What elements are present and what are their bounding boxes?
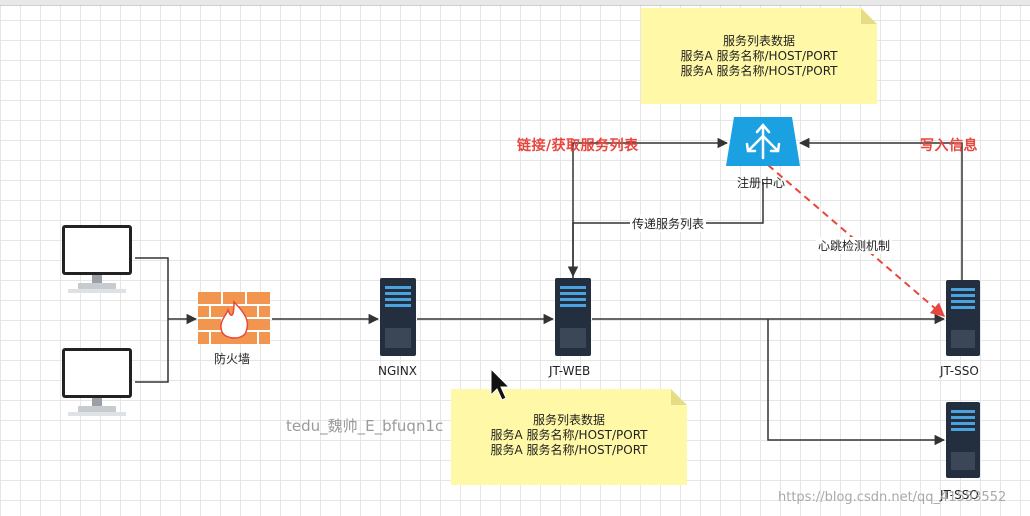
canvas-top-strip: [0, 0, 1030, 6]
note-line: 服务A 服务名称/HOST/PORT: [680, 49, 838, 63]
computer-icon: [62, 225, 132, 293]
computer-icon: [62, 348, 132, 416]
registry-label: 注册中心: [737, 176, 786, 190]
note-line: 服务列表数据: [722, 34, 795, 48]
pass-list-label: 传递服务列表: [630, 215, 707, 232]
edge-jtweb-sso2: [767, 319, 946, 446]
nginx-label: NGINX: [378, 364, 418, 378]
note-line: 服务A 服务名称/HOST/PORT: [490, 443, 648, 457]
note-line: 服务A 服务名称/HOST/PORT: [490, 428, 648, 442]
edge-pc2-firewall: [135, 319, 169, 383]
jtweb-label: JT-WEB: [549, 364, 591, 378]
firewall-label: 防火墙: [214, 352, 251, 366]
heartbeat-label: 心跳检测机制: [816, 237, 893, 254]
url-watermark: https://blog.csdn.net/qq_41553552: [778, 490, 1007, 505]
sticky-note-bottom: 服务列表数据 服务A 服务名称/HOST/PORT 服务A 服务名称/HOST/…: [451, 389, 687, 485]
server-icon-sso1: [946, 280, 980, 356]
server-icon-nginx: [380, 278, 416, 356]
server-icon-sso2: [946, 402, 980, 478]
link-fetch-label: 链接/获取服务列表: [517, 138, 639, 154]
edge-heartbeat: [767, 164, 946, 317]
note-line: 服务A 服务名称/HOST/PORT: [680, 64, 838, 78]
edge-pc1-firewall: [135, 257, 169, 319]
write-info-label: 写入信息: [920, 138, 978, 154]
sso1-label: JT-SSO: [940, 364, 979, 378]
sso2-label: JT-SSO: [940, 488, 979, 502]
author-watermark: tedu_魏帅_E_bfuqn1c: [286, 417, 444, 435]
server-icon-jtweb: [555, 278, 591, 356]
edge-sso-registry: [798, 137, 963, 280]
sticky-note-top: 服务列表数据 服务A 服务名称/HOST/PORT 服务A 服务名称/HOST/…: [641, 8, 877, 104]
note-line: 服务列表数据: [532, 413, 605, 427]
